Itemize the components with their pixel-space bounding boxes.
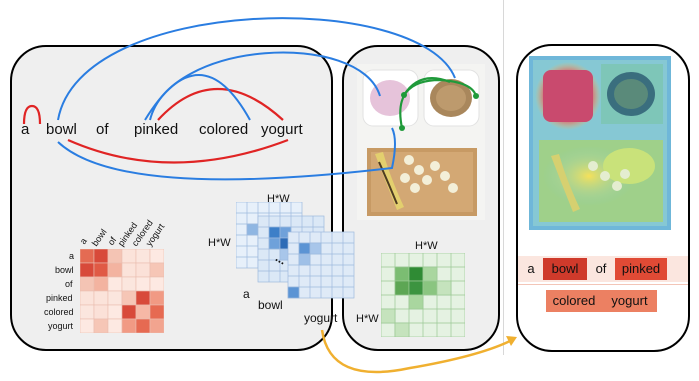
matrix-row-label-yogurt: yogurt [48, 321, 74, 331]
grid-yogurt [287, 231, 355, 299]
output-chip-of: of [595, 261, 607, 276]
word-similarity-matrix [80, 249, 164, 333]
output-chip-a: a [527, 261, 535, 276]
flow-arrow [320, 329, 513, 374]
output-divider [518, 284, 688, 285]
matrix-row-label-a: a [69, 251, 75, 261]
arc-bowl-yogurt-lower [67, 138, 289, 164]
green-grid-dim-label-side: H*W [356, 313, 379, 325]
token-attention-grids [236, 202, 355, 299]
arc-pinked-yogurt [157, 88, 284, 121]
matrix-row-label-of: of [65, 279, 73, 289]
grid-token-yogurt: yogurt [304, 311, 338, 325]
arc-a-bowl [22, 104, 42, 125]
grid-token-bowl: bowl [258, 298, 283, 312]
arc-visual-2 [403, 77, 451, 96]
word-yogurt: yogurt [261, 121, 303, 138]
matrix-row-label-pinked: pinked [46, 293, 73, 303]
matrix-row-label-colored: colored [44, 307, 74, 317]
grid-token-a: a [243, 287, 250, 301]
vertical-divider [503, 0, 504, 355]
output-chip-colored: colored [546, 290, 602, 312]
word-colored: colored [199, 121, 249, 138]
text-panel [10, 45, 333, 351]
green-grid-dim-label-top: H*W [415, 240, 438, 252]
output-chip-yogurt: yogurt [602, 290, 657, 312]
arc-bowl-image-top [57, 17, 456, 121]
arc-pinked-image [149, 51, 381, 121]
visual-attention-grid [381, 253, 465, 337]
word-bowl: bowl [46, 121, 77, 138]
output-chip-pinked: pinked [615, 258, 667, 280]
arc-bowl-image-bottom [57, 127, 396, 181]
attention-heatmap-image [529, 56, 671, 230]
output-chip-bowl: bowl [543, 258, 587, 280]
word-a: a [21, 121, 30, 138]
grid-dim-label-top: H*W [267, 193, 290, 205]
word-of: of [96, 121, 109, 138]
matrix-row-label-bowl: bowl [55, 265, 74, 275]
grid-dim-label-side: H*W [208, 237, 231, 249]
word-pinked: pinked [134, 121, 179, 138]
